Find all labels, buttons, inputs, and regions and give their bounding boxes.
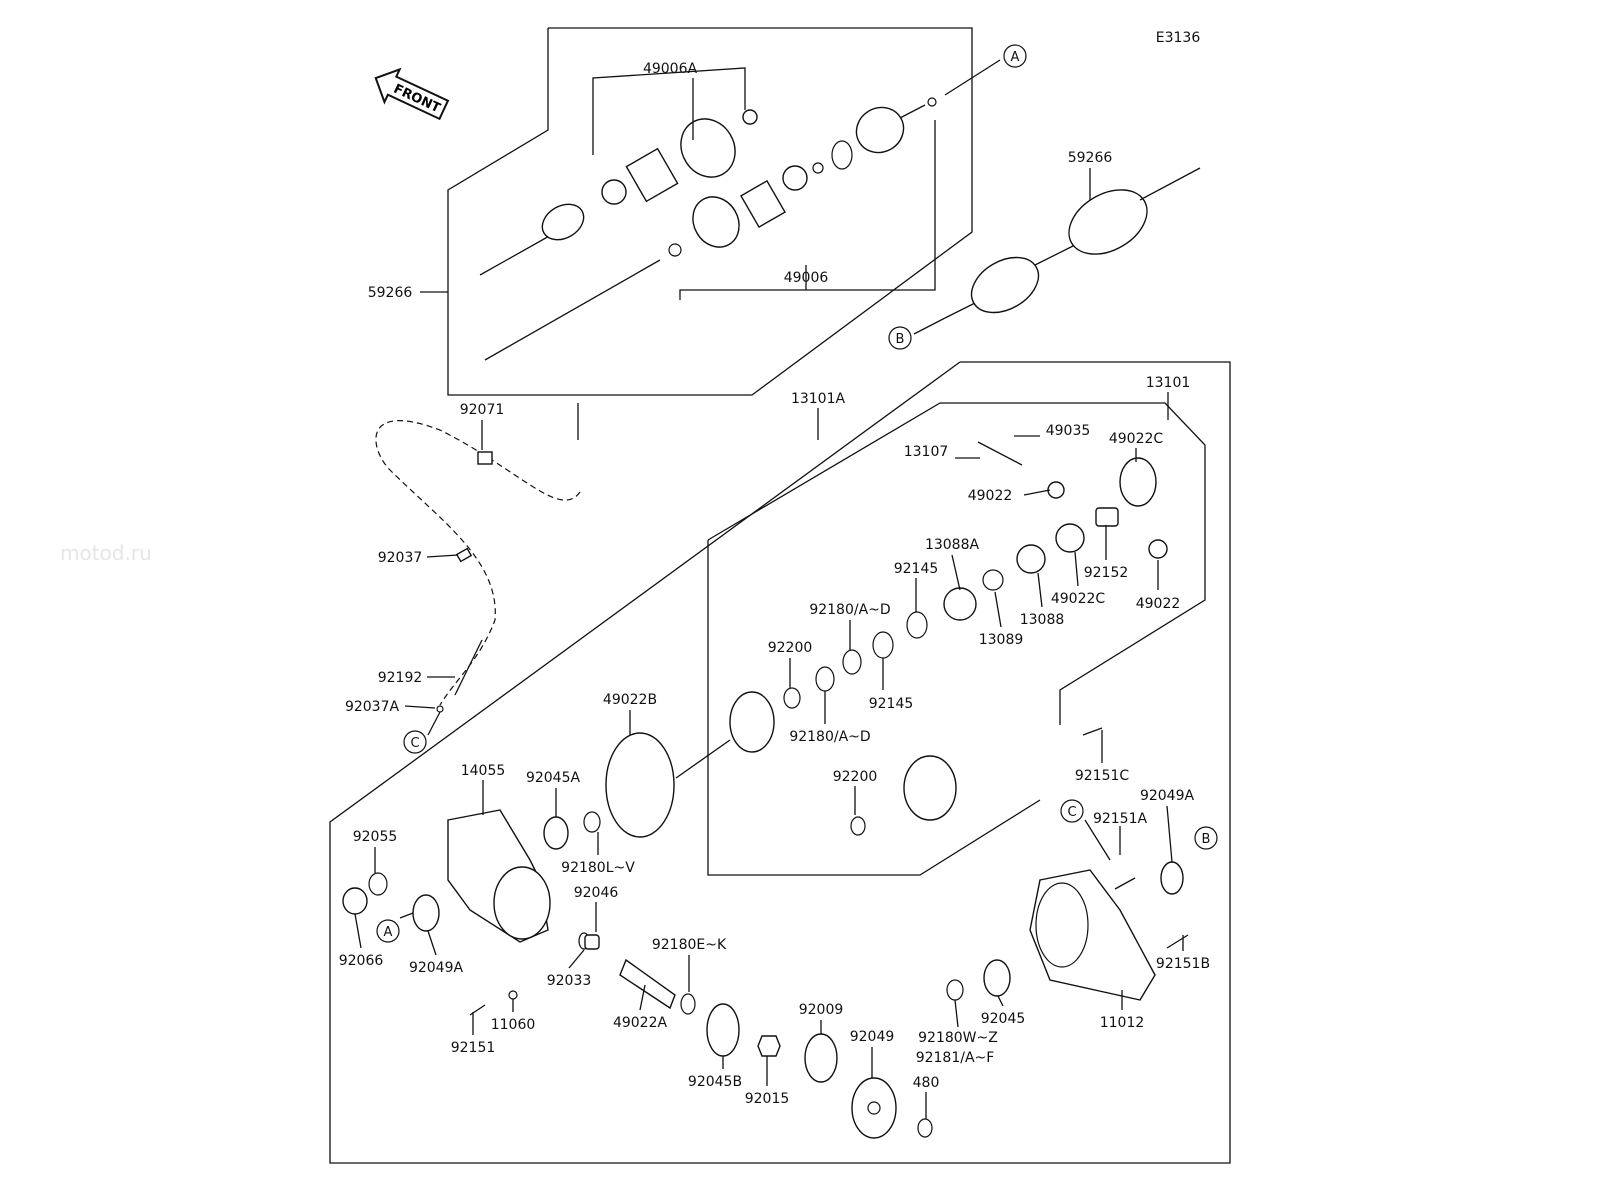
ref-letter: A <box>384 925 393 940</box>
group-outline-13101A <box>329 361 1231 1164</box>
part-label: 92200 <box>768 640 813 656</box>
part-label: 92045 <box>981 1011 1026 1027</box>
breather-hose <box>375 420 581 706</box>
part-label: 92180L~V <box>561 860 635 876</box>
part-label: 13101 <box>1146 375 1191 391</box>
part-label: 92049A <box>409 960 464 976</box>
part-label: 92045A <box>526 770 581 786</box>
part-label: 49022 <box>1136 596 1181 612</box>
part-label: 92046 <box>574 885 619 901</box>
final-gear-case-parts <box>342 809 1189 1139</box>
ref-circle-c-right: C <box>1060 799 1084 823</box>
part-label: 59266 <box>368 285 413 301</box>
part-label: 92015 <box>745 1091 790 1107</box>
part-label: 49022C <box>1051 591 1106 607</box>
ref-circle-b-top: B <box>888 326 912 350</box>
part-label: 92151A <box>1093 811 1148 827</box>
part-label: 92181/A~F <box>916 1050 995 1066</box>
part-label: 49022 <box>968 488 1013 504</box>
part-label: 92151C <box>1075 768 1130 784</box>
ref-letter: A <box>1011 50 1020 65</box>
part-label: 92192 <box>378 670 423 686</box>
group-outline-59266 <box>447 27 973 396</box>
part-label: 13089 <box>979 632 1024 648</box>
ref-circle-a-top: A <box>1003 44 1027 68</box>
drive-shaft-right <box>944 167 1201 319</box>
part-label: 11012 <box>1100 1015 1145 1031</box>
part-label: 92009 <box>799 1002 844 1018</box>
part-label: 92049A <box>1140 788 1195 804</box>
part-label: 92071 <box>460 402 505 418</box>
drive-shaft-left <box>479 97 937 361</box>
front-arrow-icon: FRONT <box>374 67 450 121</box>
ref-letter: B <box>1202 832 1211 847</box>
part-label: 49022B <box>603 692 657 708</box>
part-label: 92180W~Z <box>918 1030 998 1046</box>
part-label: 13088 <box>1020 612 1065 628</box>
part-label: 92037A <box>345 699 400 715</box>
ref-circle-b-right: B <box>1194 826 1218 850</box>
part-label: 92049 <box>850 1029 895 1045</box>
part-label: 49022A <box>613 1015 668 1031</box>
part-label: 13107 <box>904 444 949 460</box>
part-label: 92151B <box>1156 956 1210 972</box>
diagram-code: E3136 <box>1156 30 1201 46</box>
group-outline-13101 <box>707 402 1206 725</box>
part-label: 14055 <box>461 763 506 779</box>
part-label: 92145 <box>869 696 914 712</box>
leader-lines <box>354 59 1184 1119</box>
part-label: 11060 <box>491 1017 536 1033</box>
ref-letter: B <box>896 332 905 347</box>
part-label: 49006 <box>784 270 829 286</box>
watermark-text: motod.ru <box>60 541 152 565</box>
part-label: 92151 <box>451 1040 496 1056</box>
group-outline-13101-lower <box>707 540 1041 876</box>
part-label: 92033 <box>547 973 592 989</box>
ref-letter: C <box>410 736 419 751</box>
clamp-92071 <box>477 451 493 465</box>
part-label: 13088A <box>925 537 980 553</box>
part-label: 49035 <box>1046 423 1091 439</box>
ref-circle-c-left: C <box>403 730 427 754</box>
part-labels: 49006A 59266 49006 59266 92071 13101A 13… <box>339 61 1210 1107</box>
part-label: 92152 <box>1084 565 1129 581</box>
part-label: 92037 <box>378 550 423 566</box>
part-label: 92066 <box>339 953 384 969</box>
ref-letter: C <box>1067 805 1076 820</box>
part-label: 92145 <box>894 561 939 577</box>
part-label: 13101A <box>791 391 846 407</box>
part-label: 92055 <box>353 829 398 845</box>
differential-parts <box>605 441 1168 838</box>
part-label: 92180/A~D <box>789 729 870 745</box>
part-label: 92180E~K <box>652 937 727 953</box>
part-label: 49006A <box>643 61 698 77</box>
part-label: 92045B <box>688 1074 742 1090</box>
part-label: 49022C <box>1109 431 1164 447</box>
part-label: 480 <box>913 1075 940 1091</box>
ref-circle-a-bottom: A <box>376 919 400 943</box>
part-label: 92180/A~D <box>809 602 890 618</box>
part-label: 59266 <box>1068 150 1113 166</box>
part-label: 92200 <box>833 769 878 785</box>
